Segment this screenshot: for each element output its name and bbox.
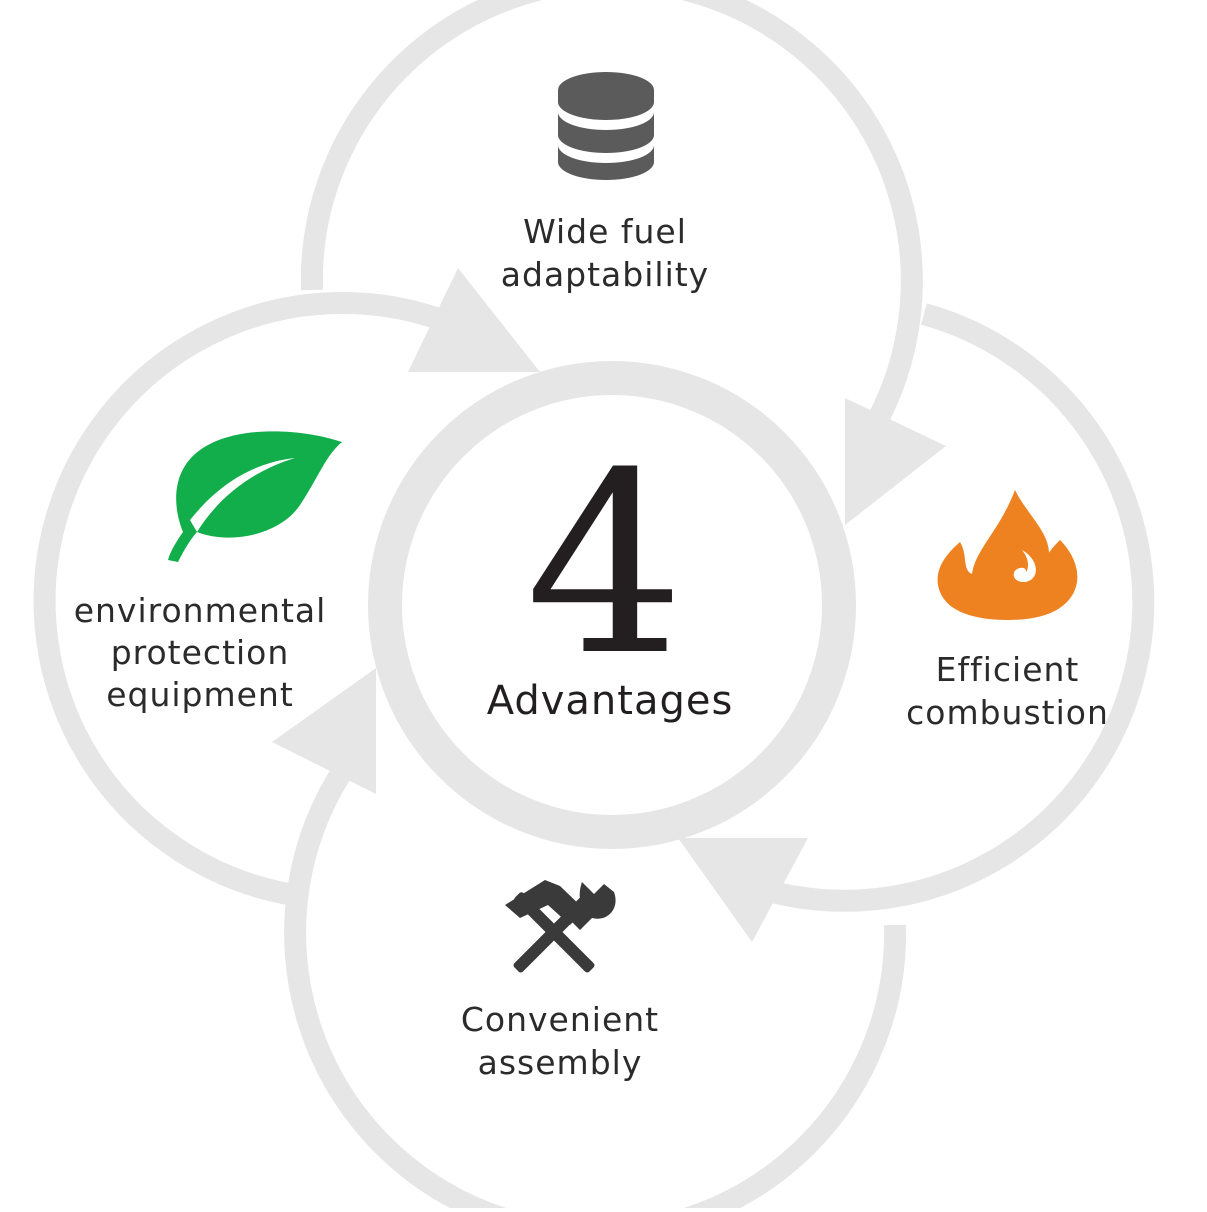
- center-label: Advantages: [486, 678, 734, 724]
- label-line: assembly: [477, 1043, 643, 1082]
- label-line: protection: [110, 633, 290, 672]
- label-line: Wide fuel: [523, 212, 687, 251]
- leaf-icon: [168, 431, 342, 562]
- label-wide-fuel-adaptability: Wide fuel adaptability: [455, 210, 755, 296]
- flame-icon: [937, 490, 1078, 620]
- ring-left: [33, 291, 460, 906]
- center-number: 4: [525, 419, 685, 710]
- label-line: combustion: [906, 693, 1109, 732]
- label-efficient-combustion: Efficient combustion: [860, 648, 1155, 734]
- label-line: Efficient: [935, 650, 1080, 689]
- center-ring: [368, 361, 856, 849]
- arrow-top-to-center: [408, 268, 540, 372]
- label-environmental-protection-equipment: environmental protection equipment: [40, 590, 360, 716]
- label-line: environmental: [73, 591, 327, 630]
- database-icon: [558, 72, 654, 180]
- label-line: equipment: [106, 675, 294, 714]
- label-line: Convenient: [460, 1000, 660, 1039]
- ring-top: [300, 0, 923, 446]
- label-convenient-assembly: Convenient assembly: [410, 998, 710, 1084]
- tools-icon: [505, 880, 616, 973]
- arrow-bottom-to-center: [678, 838, 808, 942]
- label-line: adaptability: [500, 255, 710, 294]
- ring-bottom: [284, 753, 907, 1212]
- arrow-left-to-center: [272, 668, 376, 794]
- ring-right: [762, 303, 1155, 912]
- arrow-right-to-center: [845, 398, 946, 525]
